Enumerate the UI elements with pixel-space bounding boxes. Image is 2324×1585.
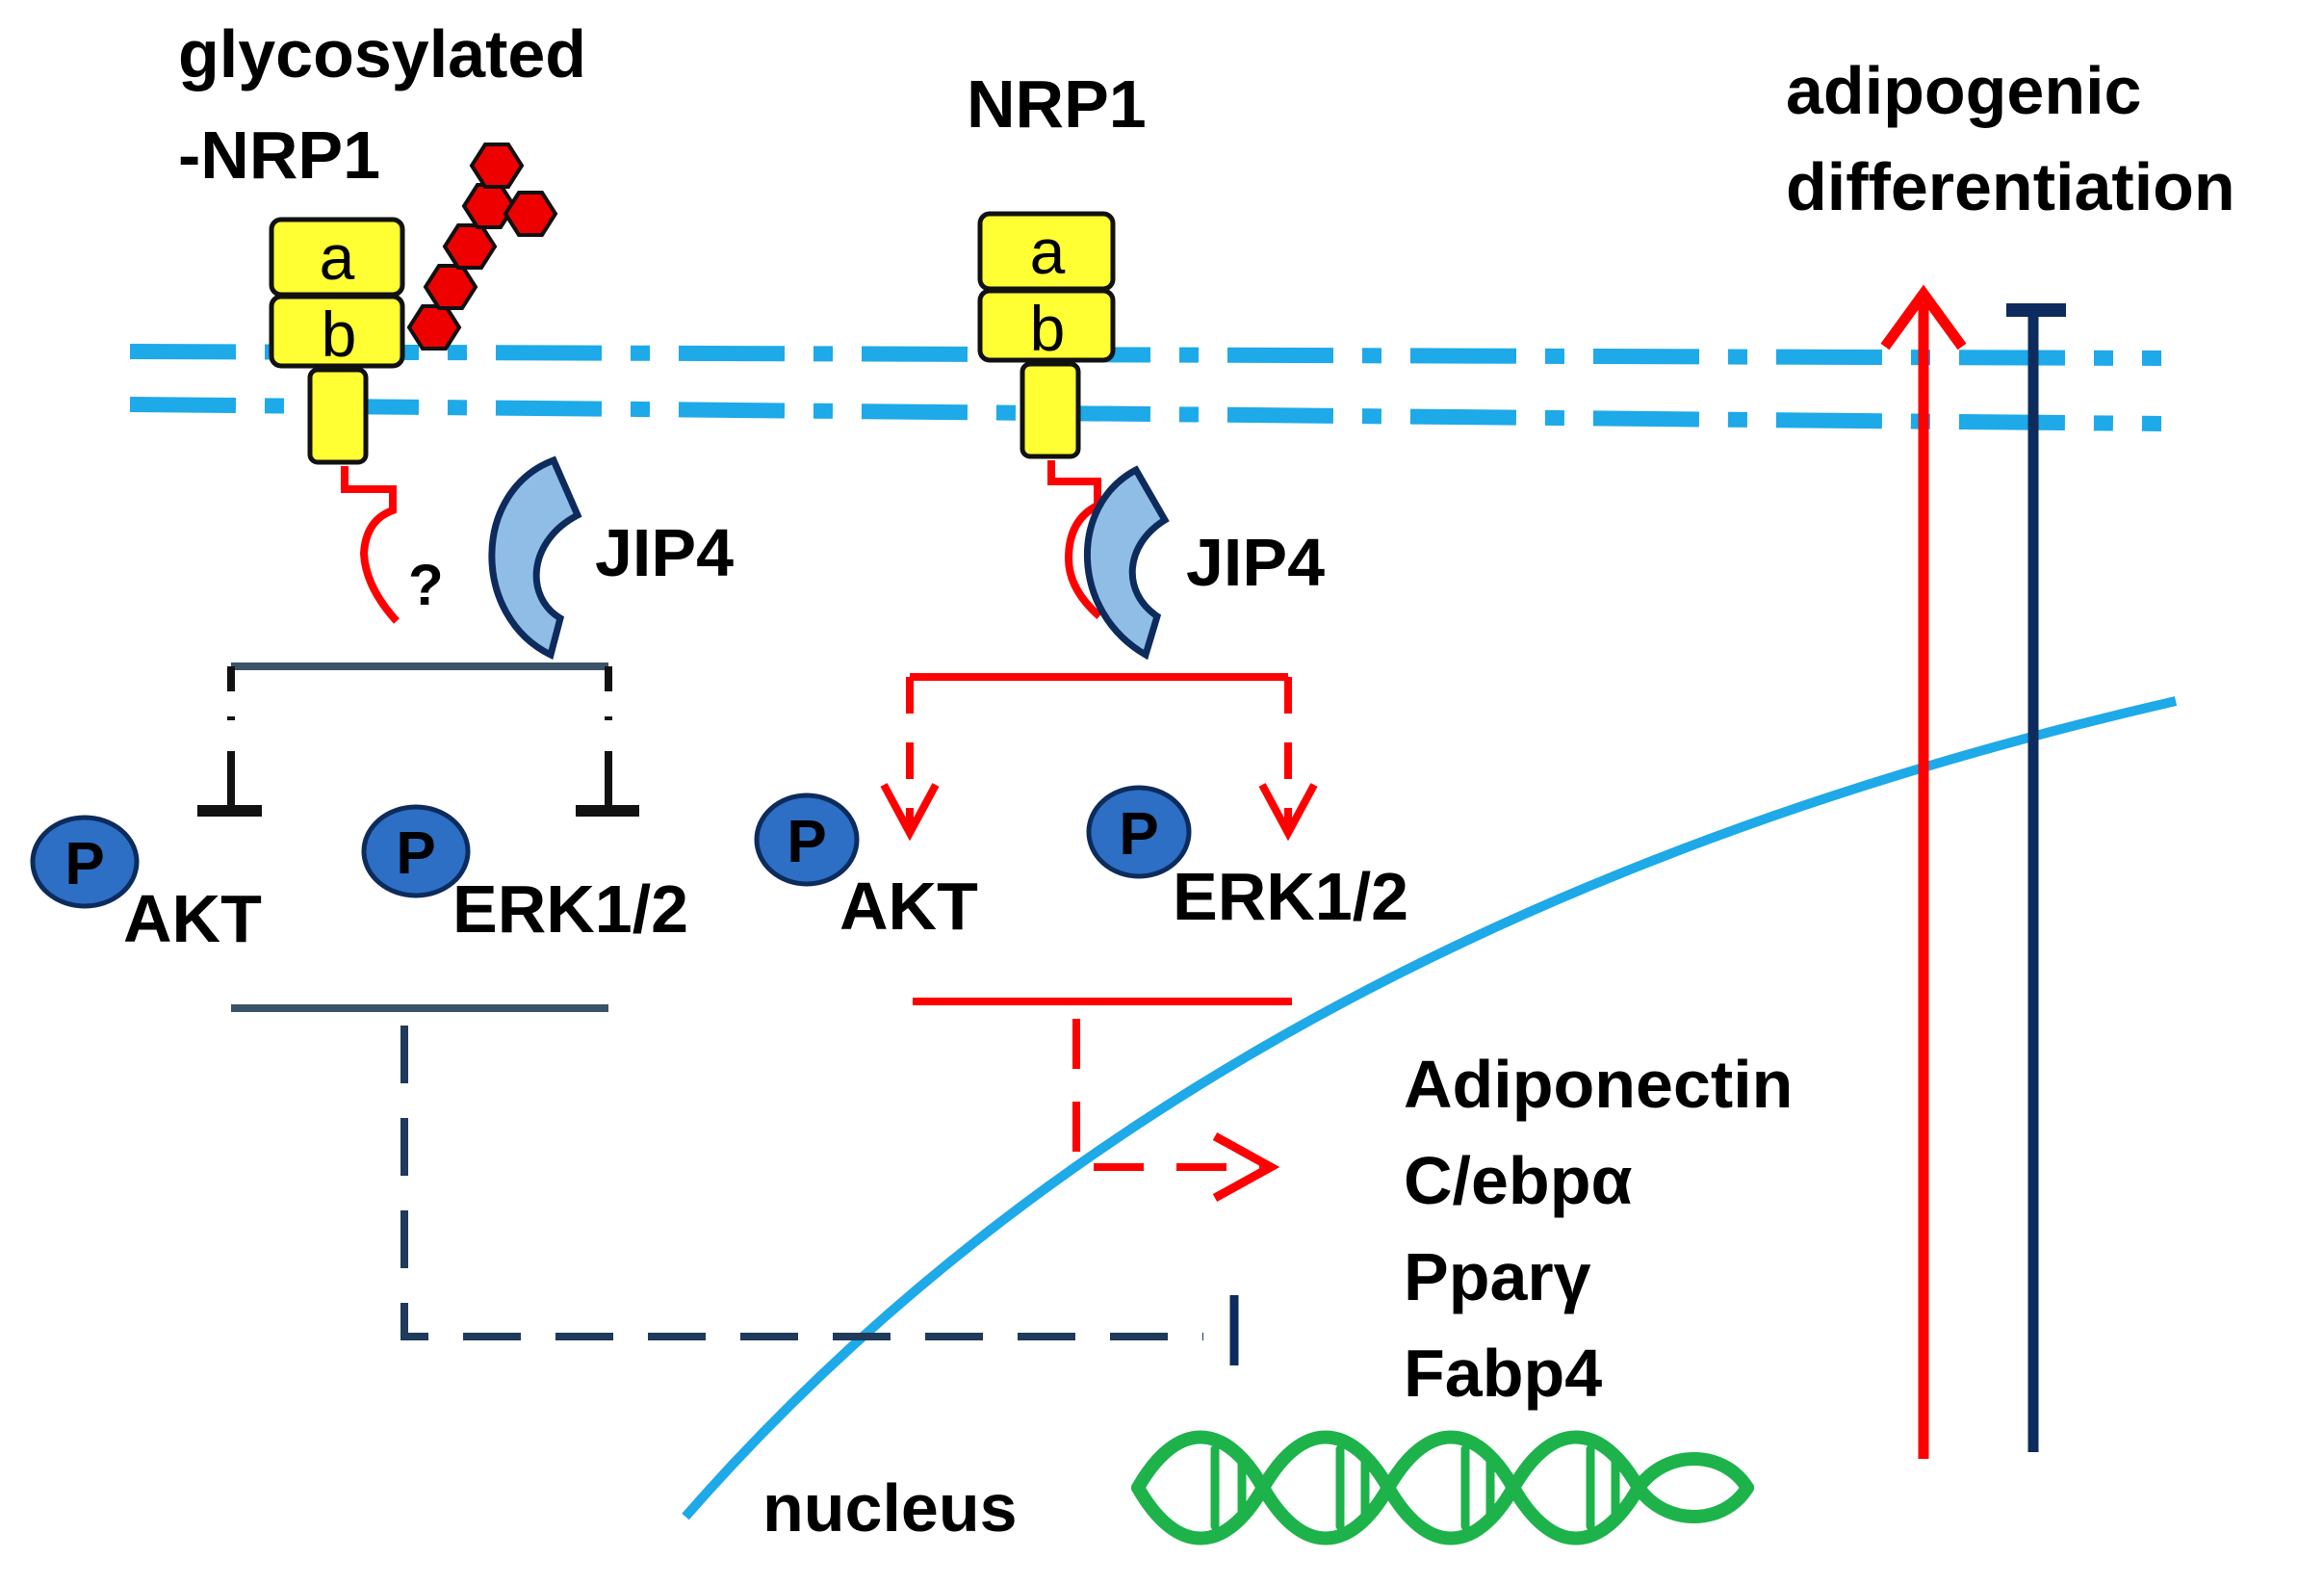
outcome-section: adipogenic differentiation: [1786, 53, 2235, 1459]
left-receptor-title-line2: -NRP1: [178, 117, 380, 193]
erk-arrowhead: [1258, 783, 1318, 842]
left-erk-phospho-letter: P: [396, 820, 435, 887]
target-gene: Pparγ: [1404, 1239, 1591, 1314]
dna-base-pairs: [1210, 1444, 1620, 1531]
right-activation-bracket: [880, 673, 1318, 842]
left-nrp1-receptor: a b: [269, 217, 405, 624]
left-transmembrane-segment: [307, 367, 369, 465]
right-receptor-title: NRP1: [967, 66, 1147, 142]
left-domain-b: [269, 294, 405, 369]
right-domain-b-label: b: [1030, 293, 1066, 364]
outcome-label-line2: differentiation: [1786, 149, 2235, 224]
left-akt-label: AKT: [123, 881, 262, 956]
left-akt-phospho-letter: P: [65, 831, 104, 897]
right-domain-b: [977, 288, 1116, 363]
nucleus-envelope: [682, 696, 2178, 1520]
right-jip4-crescent: [1083, 465, 1170, 661]
right-nrp1-receptor: a b: [977, 211, 1116, 620]
left-receptor-title-line1: glycosylated: [178, 16, 586, 91]
right-jip4-label: JIP4: [1186, 525, 1325, 600]
right-domain-a-label: a: [1030, 216, 1066, 287]
left-inhibition-bracket: [197, 663, 639, 817]
glycan-hexagon: [503, 191, 558, 237]
right-erk-label: ERK1/2: [1173, 859, 1408, 934]
left-akt-phospho-badge: [30, 815, 140, 909]
right-erk-phospho-badge: [1086, 785, 1192, 879]
membrane-outer-line: [129, 344, 2162, 366]
target-gene: Adiponectin: [1404, 1047, 1793, 1122]
glycan-hexagon: [406, 304, 462, 351]
unknown-interaction-mark: ?: [408, 553, 444, 617]
left-jip4-label: JIP4: [595, 515, 734, 590]
right-transmembrane-segment: [1020, 361, 1081, 459]
left-domain-a-label: a: [320, 221, 355, 293]
left-erk-phospho-badge: [361, 804, 471, 898]
target-gene: Fabp4: [1404, 1336, 1602, 1411]
glycan-chain: [406, 143, 558, 351]
gene-activation-arrowhead: [1212, 1132, 1280, 1202]
outcome-label-line1: adipogenic: [1786, 53, 2141, 128]
dna-helix-icon: [1131, 1430, 1754, 1546]
nucleus-label: nucleus: [762, 1470, 1018, 1546]
glycan-hexagon: [469, 143, 525, 189]
glycan-hexagon: [461, 183, 517, 229]
left-cytoplasmic-tail: [341, 466, 400, 624]
target-gene-list: Adiponectin C/ebpα Pparγ Fabp4: [1404, 1047, 1793, 1411]
right-panel: NRP1 a b JIP4 P AKT P ERK1/2: [754, 66, 1408, 1202]
target-gene: C/ebpα: [1404, 1143, 1632, 1218]
right-erk-phospho-letter: P: [1119, 801, 1158, 868]
left-panel: glycosylated -NRP1 a b ? JIP4: [30, 16, 1239, 1365]
membrane-inner-line: [129, 397, 2162, 431]
right-akt-label: AKT: [839, 869, 978, 944]
glycan-hexagon: [442, 223, 498, 270]
akt-arrowhead: [880, 783, 940, 842]
promote-differentiation-arrowhead: [1880, 284, 1967, 351]
right-dashed-activation-path: [1072, 1019, 1261, 1171]
left-dashed-inhibition-path: [400, 1026, 1203, 1340]
left-domain-b-label: b: [322, 299, 357, 370]
left-jip4-crescent: [488, 455, 582, 661]
left-erk-label: ERK1/2: [452, 871, 688, 947]
cell-membrane: [129, 344, 2162, 431]
right-akt-phospho-badge: [754, 792, 860, 887]
right-akt-phospho-letter: P: [787, 809, 826, 875]
glycan-hexagon: [423, 264, 478, 310]
